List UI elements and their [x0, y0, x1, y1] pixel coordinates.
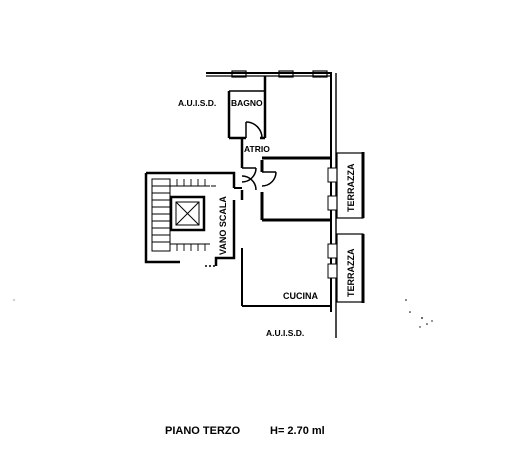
exterior-walls [206, 72, 337, 338]
height-caption: H= 2.70 ml [270, 425, 325, 437]
neighbor-label-bottom: A.U.I.S.D. [266, 328, 304, 338]
cucina-label: CUCINA [283, 291, 318, 301]
bagno-label: BAGNO [231, 98, 263, 108]
elevator-shaft [169, 195, 206, 232]
terrazza-upper-label: TERRAZZA [346, 163, 356, 212]
neighbor-label-top-left: A.U.I.S.D. [178, 98, 216, 108]
floor-caption: PIANO TERZO [165, 425, 241, 437]
atrio-label: ATRIO [244, 144, 270, 154]
scan-specks [13, 299, 433, 328]
terrazza-lower: TERRAZZA [336, 233, 365, 303]
top-windows [231, 70, 328, 78]
terrazza-lower-label: TERRAZZA [346, 248, 356, 297]
vano-scala-label: VANO SCALA [218, 196, 228, 255]
stairwell [144, 171, 242, 267]
terrazza-upper: TERRAZZA [336, 152, 365, 219]
door-swings [241, 121, 277, 191]
